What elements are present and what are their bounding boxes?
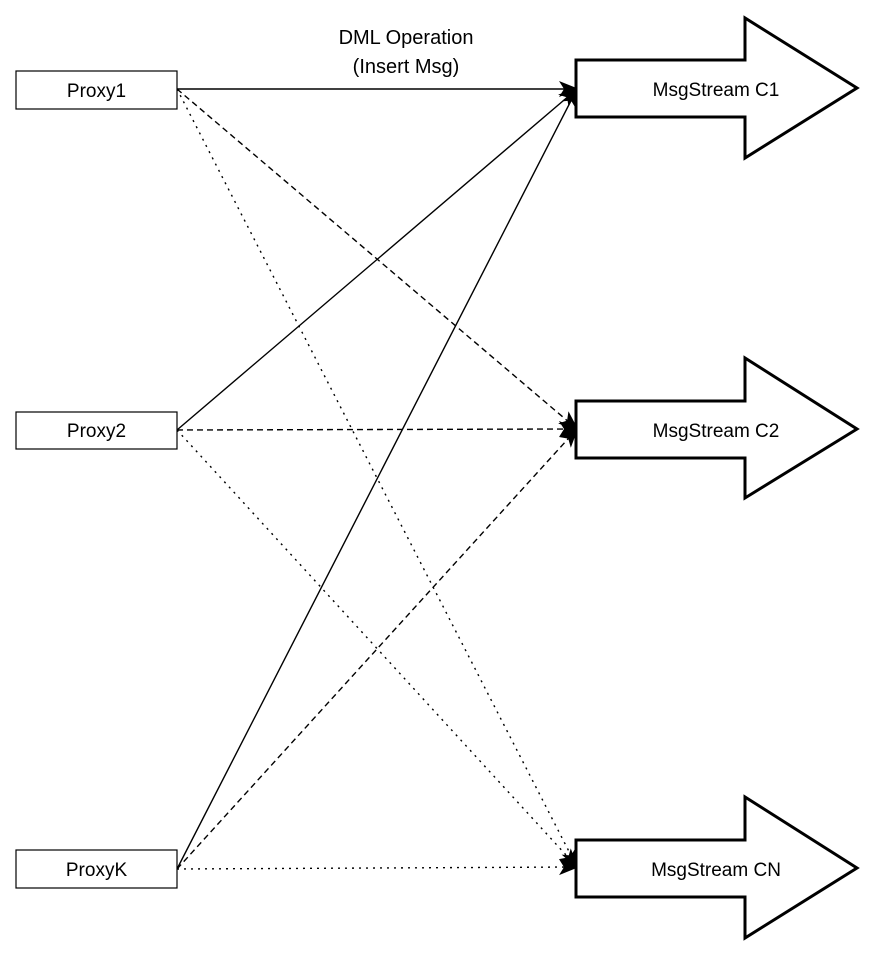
connection-lines — [176, 81, 579, 876]
msgstream-arrow-shape-n — [574, 794, 860, 941]
annotation-line-2: (Insert Msg) — [353, 56, 460, 78]
msgstream-node-n[interactable]: MsgStream CN — [574, 794, 860, 941]
connector-proxyk-to-msgstream-c1 — [176, 87, 578, 870]
proxy-label-2: Proxy2 — [67, 421, 126, 442]
proxy-box-k — [15, 849, 178, 889]
proxy-node-k[interactable]: ProxyK — [15, 849, 178, 889]
proxy-label-1: Proxy1 — [67, 81, 126, 102]
proxy-label-k: ProxyK — [66, 860, 128, 881]
connector-proxy2-to-msgstream-c2 — [176, 421, 579, 438]
msgstream-node-1[interactable]: MsgStream C1 — [574, 15, 860, 161]
msgstream-arrow-shape-2 — [574, 355, 860, 501]
proxy-box-1 — [15, 70, 178, 110]
proxy-box-2 — [15, 411, 178, 450]
msgstream-label-2: MsgStream C2 — [653, 421, 780, 442]
connector-proxy2-to-msgstream-c1 — [176, 87, 579, 431]
msgstream-label-1: MsgStream C1 — [653, 80, 780, 101]
connector-proxyk-to-msgstream-cn — [176, 859, 579, 876]
proxy-node-2[interactable]: Proxy2 — [15, 411, 178, 450]
connector-proxyk-to-msgstream-c2 — [176, 427, 579, 870]
connector-proxy2-to-msgstream-cn — [176, 429, 579, 869]
proxy-node-1[interactable]: Proxy1 — [15, 70, 178, 110]
msgstream-node-2[interactable]: MsgStream C2 — [574, 355, 860, 501]
msgstream-arrow-shape-1 — [574, 15, 860, 161]
connector-proxy1-to-msgstream-cn — [176, 88, 578, 869]
annotation-line-1: DML Operation — [339, 27, 474, 49]
msgstream-label-n: MsgStream CN — [651, 860, 781, 881]
